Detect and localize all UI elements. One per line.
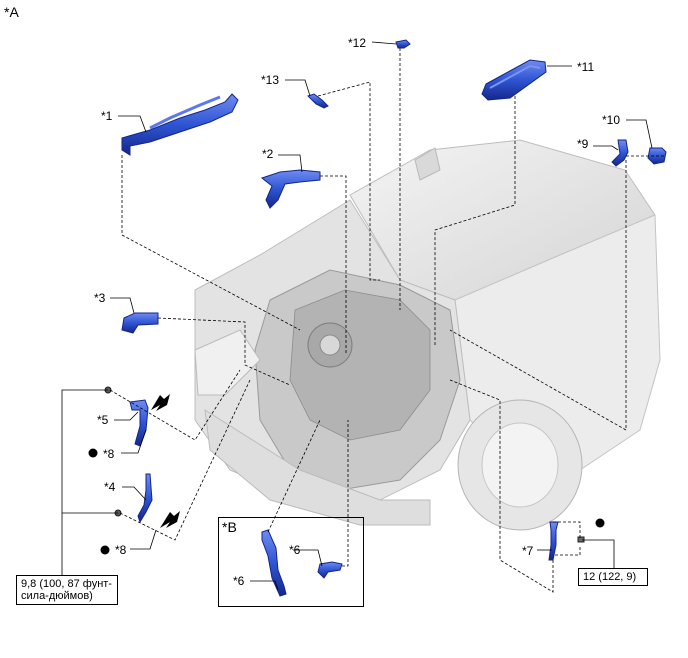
part-13-hose <box>307 93 329 109</box>
inset-label: *B <box>222 519 237 535</box>
clamp-right <box>577 536 585 543</box>
part-4-hose <box>137 473 153 524</box>
callout-8-upper: *8 <box>103 447 115 461</box>
callout-6-left: *6 <box>233 574 245 588</box>
arrow-upper <box>151 394 170 411</box>
part-2-hose <box>260 169 321 209</box>
callout-1: *1 <box>101 109 113 123</box>
part-11-cover <box>481 59 547 101</box>
bumper <box>204 409 431 526</box>
engine-detail <box>289 289 431 441</box>
callout-2: *2 <box>262 147 274 161</box>
dot-lower <box>100 545 110 555</box>
callout-7: *7 <box>522 544 534 558</box>
part-7-hose <box>548 521 559 561</box>
windshield-edge <box>414 147 441 181</box>
dashed-leaders <box>109 48 664 593</box>
callout-8-lower: *8 <box>115 543 127 557</box>
headlight <box>194 329 261 396</box>
dot-upper <box>88 448 98 458</box>
callout-9: *9 <box>577 137 589 151</box>
part-6-hose-short <box>317 561 343 579</box>
callout-11: *11 <box>577 60 595 74</box>
callout-5: *5 <box>97 413 109 427</box>
dot-right <box>595 518 605 528</box>
vehicle-illustration <box>194 139 661 531</box>
callout-13: *13 <box>261 73 280 87</box>
callout-4: *4 <box>104 480 116 494</box>
figure-label: *A <box>4 4 19 20</box>
callout-3: *3 <box>94 291 106 305</box>
part-5-hose <box>129 399 149 447</box>
arrow-lower <box>160 511 180 528</box>
callout-10: *10 <box>602 113 621 127</box>
callout-leaders <box>61 41 653 591</box>
torque-spec-left: 9,8 (100, 87 фунт-сила-дюймов) <box>16 575 118 605</box>
part-12-clip <box>395 39 411 49</box>
part-1-hose-assembly <box>121 93 239 156</box>
direction-arrows <box>151 394 180 528</box>
part-6-hose-long <box>261 529 287 597</box>
torque-spec-right: 12 (122, 9) <box>578 568 648 586</box>
callout-12: *12 <box>348 36 367 50</box>
part-9-hose <box>611 139 629 167</box>
marker-dots <box>88 448 605 555</box>
parts <box>104 39 667 597</box>
inset-frame-b <box>218 517 364 607</box>
part-3-hose <box>121 312 159 334</box>
callout-6-right: *6 <box>289 543 301 557</box>
